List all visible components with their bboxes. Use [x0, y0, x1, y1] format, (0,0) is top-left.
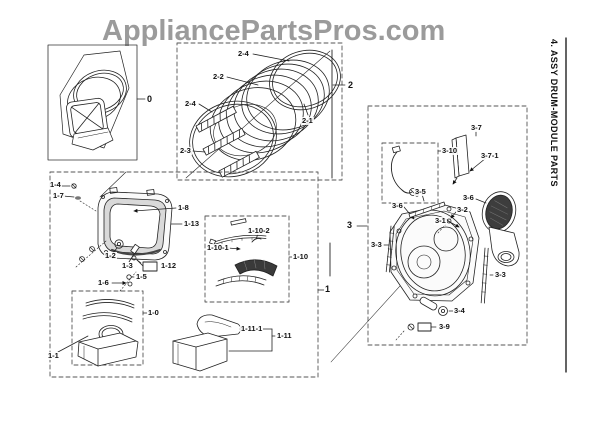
callout-3-6-grille: 3-6 [462, 193, 475, 202]
callout-1: 1 [324, 284, 332, 294]
callout-2: 2 [347, 80, 355, 90]
callout-1-6: 1-6 [97, 278, 110, 287]
callout-2-3: 2-3 [179, 146, 192, 155]
callout-2-4-top: 2-4 [237, 49, 250, 58]
watermark-text: AppliancePartsPros.com [102, 15, 446, 47]
callout-1-4: 1-4 [49, 180, 62, 189]
rear-cover-sheet [451, 130, 487, 185]
rear-cover-plate [389, 204, 480, 302]
callout-3-5: 3-5 [414, 187, 427, 196]
callout-2-1: 2-1 [301, 116, 314, 125]
callout-1-8: 1-8 [177, 203, 190, 212]
rear-cover-section-group [330, 105, 528, 363]
callout-3-1: 3-1 [434, 216, 447, 225]
heater-grille-duct [475, 191, 520, 267]
callout-1-11: 1-11 [276, 331, 293, 340]
duct-kit-box [71, 290, 148, 367]
callout-3-4: 3-4 [453, 306, 466, 315]
callout-1-10-2: 1-10-2 [247, 226, 271, 235]
callout-3-9: 3-9 [438, 322, 451, 331]
callout-1-0: 1-0 [147, 308, 160, 317]
callout-1-12: 1-12 [160, 261, 178, 270]
callout-1-3: 1-3 [121, 261, 134, 270]
callout-2-4-front: 2-4 [184, 99, 197, 108]
thermistor-wire-box [381, 142, 442, 204]
callout-3-3-right: 3-3 [494, 270, 507, 279]
callout-3: 3 [346, 220, 354, 230]
callout-1-1: 1-1 [47, 351, 60, 360]
callout-3-10: 3-10 [441, 146, 459, 155]
grille-kit-box [204, 215, 293, 303]
callout-3-7-1: 3-7-1 [480, 151, 500, 160]
callout-1-10-1: 1-10-1 [206, 243, 230, 252]
callout-1-5: 1-5 [135, 272, 148, 281]
callout-3-2: 3-2 [456, 205, 469, 214]
callout-3-7: 3-7 [470, 123, 483, 132]
callout-3-3-left: 3-3 [370, 240, 383, 249]
drum-section-group [176, 42, 346, 181]
callout-0: 0 [146, 94, 154, 104]
felt-seal-left [385, 225, 395, 273]
callout-1-13: 1-13 [183, 219, 201, 228]
diagram-section-title: 4. ASSY DRUM-MODULE PARTS [549, 39, 559, 187]
lint-duct-assembly [172, 314, 276, 372]
front-frame-section-group [49, 171, 331, 378]
callout-1-2: 1-2 [104, 251, 117, 260]
callout-1-11-1: 1-11-1 [240, 324, 264, 333]
callout-2-2: 2-2 [212, 72, 225, 81]
screw-bracket [395, 322, 437, 341]
callout-1-10: 1-10 [292, 252, 310, 261]
module-thumbnail-group [47, 44, 146, 161]
callout-3-6-left: 3-6 [391, 201, 404, 210]
callout-1-7: 1-7 [52, 191, 65, 200]
roller-shaft [419, 296, 454, 316]
felt-seal-right [480, 247, 489, 304]
